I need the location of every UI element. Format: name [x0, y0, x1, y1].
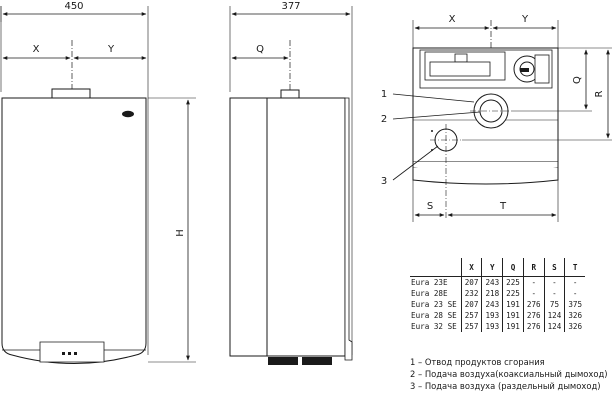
- table-cell: 193: [481, 310, 503, 321]
- table-cell: Eura 28E: [411, 289, 448, 298]
- table-cell: Eura 32 SE: [411, 322, 457, 331]
- table-cell: Eura 23E: [411, 278, 448, 287]
- table-cell: 276: [522, 321, 545, 332]
- table-header-row: X Y Q R S T: [410, 258, 586, 277]
- table-header-cell: R: [522, 258, 545, 277]
- front-x-label: X: [33, 44, 40, 55]
- table-cell: 326: [564, 310, 586, 321]
- top-y-label: Y: [521, 14, 529, 25]
- front-y-label: Y: [107, 44, 115, 55]
- table-cell: 232: [460, 288, 482, 299]
- table-cell: 218: [481, 288, 503, 299]
- front-view: [0, 6, 196, 364]
- table-header-cell: T: [564, 258, 586, 277]
- side-q-label: Q: [256, 44, 264, 55]
- table-header-cell: Q: [502, 258, 524, 277]
- table-cell: 276: [522, 299, 545, 310]
- callout-2: 2: [381, 114, 387, 125]
- table-cell: 276: [522, 310, 545, 321]
- table-row: Eura 23E 207 243 225 - - -: [410, 276, 586, 288]
- table-cell: -: [564, 288, 586, 299]
- top-r-label: R: [594, 90, 605, 97]
- table-cell: 257: [460, 310, 482, 321]
- table-header-cell: X: [460, 258, 482, 277]
- callout-3: 3: [381, 176, 387, 187]
- table-cell: -: [564, 276, 586, 288]
- dimensions-table: X Y Q R S T Eura 23E 207 243 225 - - - E…: [410, 258, 586, 332]
- table-cell: 191: [502, 321, 524, 332]
- table-row: Eura 23 SE 207 243 191 276 75 375: [410, 299, 586, 310]
- table-cell: -: [543, 288, 565, 299]
- table-header-cell: [410, 258, 461, 277]
- table-cell: 191: [502, 299, 524, 310]
- table-row: Eura 32 SE 257 193 191 276 124 326: [410, 321, 586, 332]
- table-header-cell: S: [543, 258, 565, 277]
- table-row: Eura 28 SE 257 193 191 276 124 326: [410, 310, 586, 321]
- table-cell: 207: [460, 276, 482, 288]
- side-view: [229, 6, 353, 365]
- table-cell: -: [522, 276, 545, 288]
- table-header-cell: Y: [481, 258, 503, 277]
- top-x-label: X: [449, 14, 456, 25]
- top-view: [392, 20, 612, 222]
- table-cell: 193: [481, 321, 503, 332]
- table-cell: 124: [543, 321, 565, 332]
- front-h-label: H: [175, 229, 186, 237]
- top-t-label: T: [499, 201, 507, 212]
- legend-list: 1 – Отвод продуктов сгорания 2 – Подача …: [410, 357, 608, 392]
- table-cell: 257: [460, 321, 482, 332]
- table-cell: 124: [543, 310, 565, 321]
- legend-item: 1 – Отвод продуктов сгорания: [410, 357, 545, 367]
- table-cell: -: [522, 288, 545, 299]
- front-width-label: 450: [64, 1, 83, 12]
- table-cell: 225: [502, 288, 524, 299]
- table-row: Eura 28E 232 218 225 - - -: [410, 288, 586, 299]
- table-cell: Eura 23 SE: [411, 300, 457, 309]
- table-cell: 243: [481, 276, 503, 288]
- callout-1: 1: [381, 89, 387, 100]
- legend-item: 2 – Подача воздуха(коаксиальный дымоход): [410, 368, 608, 379]
- top-q-label: Q: [572, 76, 583, 84]
- table-cell: 375: [564, 299, 586, 310]
- table-cell: 207: [460, 299, 482, 310]
- table-cell: 191: [502, 310, 524, 321]
- side-depth-label: 377: [281, 1, 300, 12]
- table-cell: 225: [502, 276, 524, 288]
- table-cell: 243: [481, 299, 503, 310]
- table-cell: 326: [564, 321, 586, 332]
- table-cell: 75: [543, 299, 565, 310]
- table-cell: -: [543, 276, 565, 288]
- table-cell: Eura 28 SE: [411, 311, 457, 320]
- top-s-label: S: [427, 201, 433, 212]
- legend-item: 3 – Подача воздуха (раздельный дымоход): [410, 380, 601, 391]
